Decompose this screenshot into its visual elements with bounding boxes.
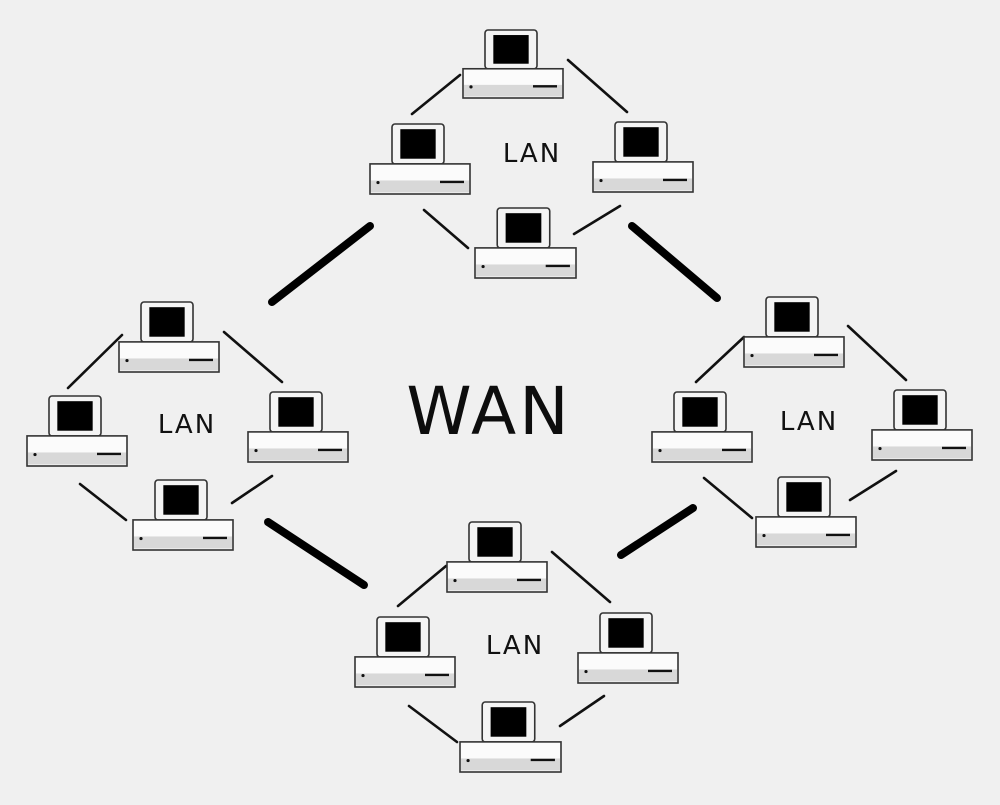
monitor-screen <box>493 35 529 64</box>
power-led <box>376 180 380 185</box>
power-led <box>466 758 470 763</box>
monitor-screen <box>902 395 938 425</box>
base-shade <box>745 353 843 366</box>
power-led <box>453 578 457 583</box>
base-shade <box>594 178 692 191</box>
lan-right-link-2 <box>846 324 908 382</box>
computer-icon <box>474 207 577 279</box>
monitor-screen <box>57 401 93 431</box>
computer-icon <box>592 121 694 193</box>
computer-icon <box>118 301 220 373</box>
lan-top-link-4 <box>572 204 622 236</box>
monitor-screen <box>490 707 527 737</box>
power-led <box>762 533 766 538</box>
lan-left-link-3 <box>78 482 128 522</box>
computer-icon <box>369 123 471 195</box>
computer-icon <box>354 616 456 688</box>
lan-left-link-2 <box>222 330 284 384</box>
base-shade <box>120 358 218 371</box>
base-shade <box>464 84 562 97</box>
monitor-screen <box>623 127 659 157</box>
lan-label-right: LAN <box>780 407 838 437</box>
power-led <box>125 358 129 363</box>
base-shade <box>757 533 855 546</box>
wan-link-left-bottom <box>264 518 368 589</box>
base-shade <box>371 180 469 193</box>
lan-bottom-link-3 <box>407 704 459 744</box>
power-led <box>584 669 588 674</box>
lan-left-link-4 <box>230 474 274 505</box>
computer-icon <box>743 296 845 368</box>
computer-icon <box>26 395 128 467</box>
computer-icon <box>871 389 973 461</box>
base-shade <box>873 446 971 459</box>
lan-top-link-3 <box>422 208 470 250</box>
lan-right-link-3 <box>702 476 754 520</box>
wan-link-top-right <box>628 222 721 302</box>
computer-icon <box>247 391 349 463</box>
base-shade <box>448 578 546 591</box>
power-led <box>254 448 258 453</box>
wan-link-right-bottom <box>617 504 697 559</box>
base-shade <box>653 448 751 461</box>
power-led <box>361 673 365 678</box>
lan-right-link-4 <box>848 469 898 502</box>
lan-top-link-2 <box>566 58 629 114</box>
computer-icon <box>459 701 562 773</box>
power-led <box>481 264 485 269</box>
lan-bottom-link-2 <box>550 550 612 604</box>
computer-icon <box>132 479 234 551</box>
monitor-screen <box>385 622 421 652</box>
base-shade <box>249 448 347 461</box>
power-led <box>878 446 882 451</box>
monitor-screen <box>682 397 718 427</box>
base-shade <box>134 536 232 549</box>
lan-bottom-link-1 <box>396 564 448 608</box>
computer-icon <box>446 521 548 593</box>
monitor-screen <box>400 129 436 159</box>
computer-icon <box>577 612 679 684</box>
lan-label-top: LAN <box>503 139 561 169</box>
computers <box>26 29 973 773</box>
lan-links <box>66 58 908 744</box>
base-shade <box>28 452 126 465</box>
power-led <box>658 448 662 453</box>
power-led <box>139 536 143 541</box>
base-shade <box>356 673 454 686</box>
monitor-screen <box>163 485 199 515</box>
power-led <box>599 178 603 183</box>
lan-bottom-link-4 <box>558 694 606 728</box>
monitor-screen <box>149 307 185 337</box>
power-led <box>750 353 754 358</box>
lan-top-link-1 <box>410 73 462 116</box>
lan-label-bottom: LAN <box>486 631 544 661</box>
monitor-screen <box>774 302 810 332</box>
monitor-screen <box>786 482 822 512</box>
computer-icon <box>651 391 753 463</box>
monitor-screen <box>608 618 644 648</box>
power-led <box>33 452 37 457</box>
computer-icon <box>462 29 564 99</box>
base-shade <box>579 669 677 682</box>
wan-links <box>264 222 721 589</box>
lan-left-link-1 <box>66 333 124 390</box>
wan-link-top-left <box>268 222 374 306</box>
monitor-screen <box>278 397 314 427</box>
power-led <box>469 85 473 89</box>
monitor-screen <box>477 527 513 557</box>
wan-label: WAN <box>406 373 571 450</box>
base-shade <box>476 264 575 277</box>
lan-label-left: LAN <box>158 410 216 440</box>
computer-icon <box>755 476 857 548</box>
monitor-screen <box>505 213 542 243</box>
base-shade <box>461 758 560 771</box>
lan-right-link-1 <box>694 335 746 384</box>
